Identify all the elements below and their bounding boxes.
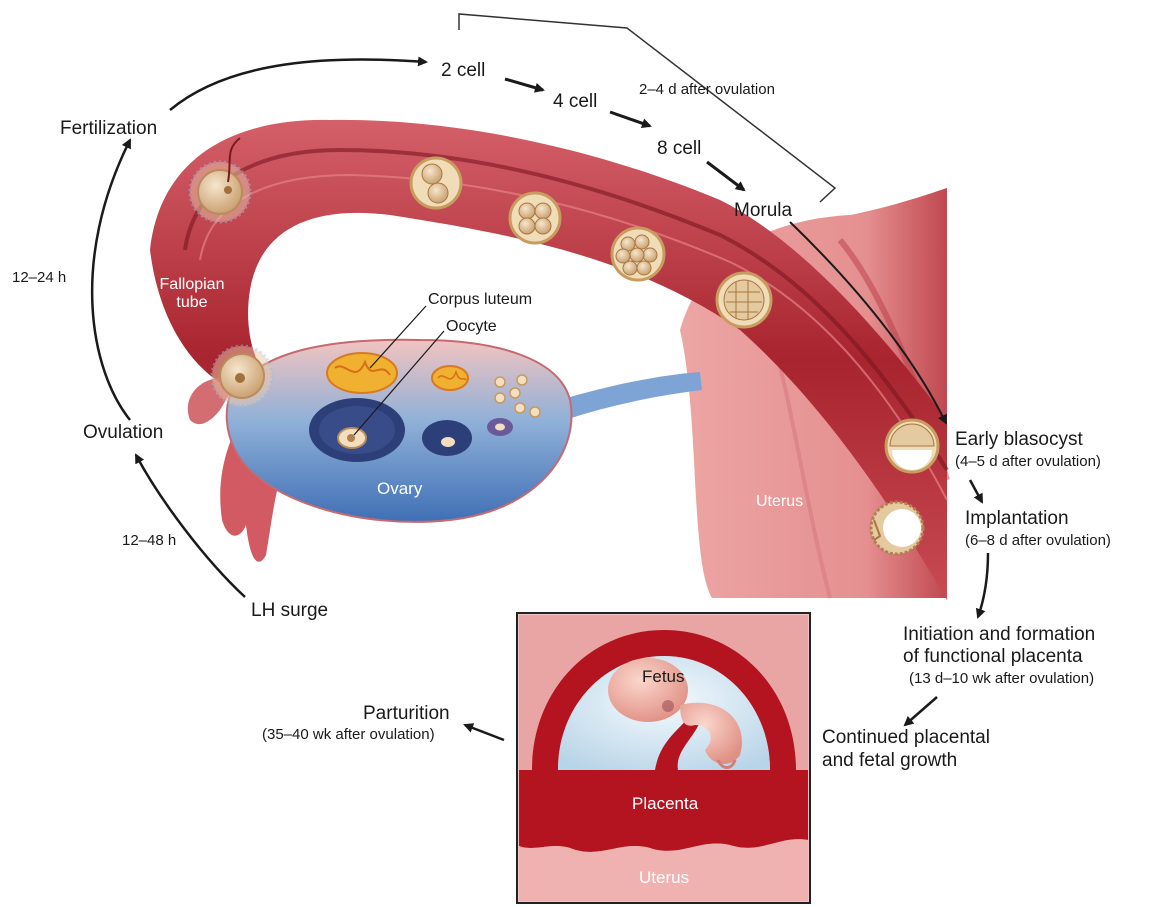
follicle-medium — [422, 420, 472, 456]
corpus-luteum-small — [432, 366, 468, 390]
embryo-early-blastocyst — [886, 420, 938, 472]
embryo-8-cell — [612, 228, 664, 280]
label-fallopian-line2: tube — [152, 294, 232, 312]
embryo-morula — [717, 273, 771, 327]
arrow-placenta-to-growth — [905, 697, 937, 725]
label-fallopian-tube: Fallopian tube — [152, 276, 232, 313]
label-early-blastocyst: Early blasocyst — [955, 429, 1083, 451]
label-continued-line2: and fetal growth — [822, 750, 957, 772]
arrow-to-parturition — [465, 725, 504, 740]
label-placenta-time: (13 d–10 wk after ovulation) — [909, 670, 1094, 687]
arrow-8cell-to-morula — [707, 162, 744, 190]
label-oocyte: Oocyte — [446, 318, 497, 336]
label-placenta: Placenta — [632, 794, 698, 814]
label-4-cell: 4 cell — [553, 91, 597, 113]
arrow-4cell-to-8cell — [610, 112, 650, 126]
label-early-blastocyst-time: (4–5 d after ovulation) — [955, 453, 1101, 470]
follicle-small — [487, 418, 513, 436]
label-ovary: Ovary — [377, 479, 422, 499]
follicle-large — [309, 398, 405, 462]
embryo-4-cell — [510, 193, 560, 243]
label-fallopian-line1: Fallopian — [152, 276, 232, 294]
label-uterus-inset: Uterus — [639, 868, 689, 888]
arrow-implantation-to-placenta — [978, 553, 988, 617]
label-12-48-h: 12–48 h — [122, 532, 176, 549]
ovarian-ligament — [560, 372, 702, 420]
arrow-2cell-to-4cell — [505, 79, 543, 90]
label-8-cell: 8 cell — [657, 138, 701, 160]
label-morula: Morula — [734, 200, 792, 222]
label-implantation: Implantation — [965, 508, 1069, 530]
label-placenta-line1: Initiation and formation — [903, 624, 1095, 646]
label-parturition-time: (35–40 wk after ovulation) — [262, 726, 435, 743]
label-parturition: Parturition — [363, 703, 450, 725]
corpus-luteum-large — [327, 353, 397, 393]
label-2-4-days: 2–4 d after ovulation — [639, 81, 775, 98]
label-implantation-time: (6–8 d after ovulation) — [965, 532, 1111, 549]
label-lh-surge: LH surge — [251, 600, 328, 622]
label-corpus-luteum: Corpus luteum — [428, 291, 532, 309]
label-ovulation: Ovulation — [83, 422, 163, 444]
embryo-implanting-blastocyst — [871, 502, 923, 554]
ovulated-oocyte — [212, 346, 272, 406]
label-2-cell: 2 cell — [441, 60, 485, 82]
label-uterus-upper: Uterus — [756, 493, 803, 511]
label-continued-line1: Continued placental — [822, 727, 990, 749]
arrow-blastocyst-to-implantation — [970, 480, 982, 502]
arrow-fertilization-to-2cell — [170, 59, 426, 110]
label-12-24-h: 12–24 h — [12, 269, 66, 286]
label-placenta-line2: of functional placenta — [903, 646, 1083, 668]
embryo-2-cell — [411, 158, 461, 208]
label-fertilization: Fertilization — [60, 118, 157, 140]
arrow-ovulation-to-fertilization — [92, 140, 130, 420]
inset-panel — [517, 613, 810, 903]
label-fetus: Fetus — [642, 667, 685, 687]
